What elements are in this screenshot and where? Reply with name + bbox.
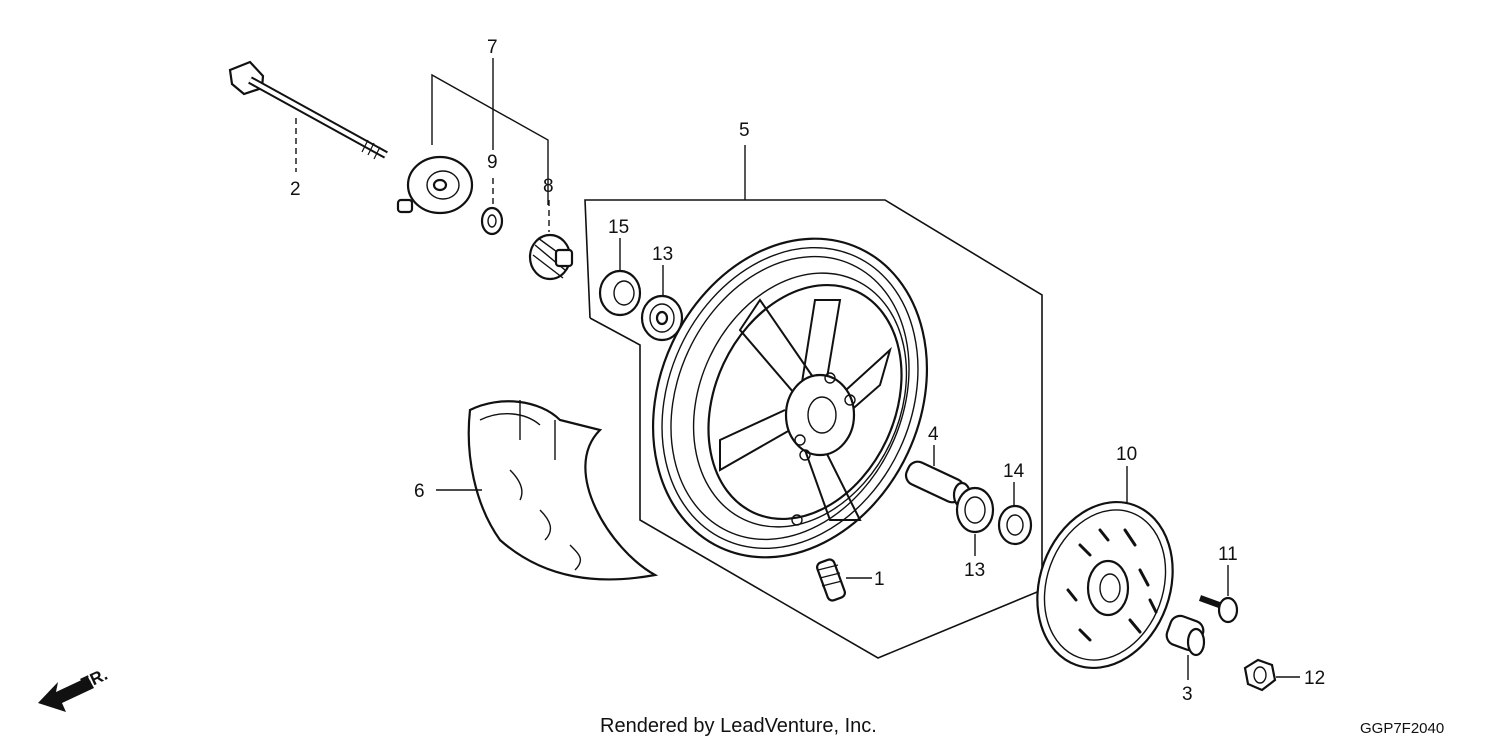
callout-12: 12 bbox=[1304, 668, 1325, 689]
oil-seal bbox=[598, 269, 642, 317]
disc-bolt bbox=[1198, 595, 1239, 624]
axle-bolt bbox=[228, 60, 388, 160]
washer bbox=[480, 206, 504, 236]
callout-5: 5 bbox=[739, 120, 750, 141]
callout-3: 3 bbox=[1182, 684, 1193, 705]
speedometer-gearbox bbox=[396, 155, 474, 215]
callout-4: 4 bbox=[928, 424, 939, 445]
tire bbox=[467, 400, 659, 581]
callout-13-upper: 13 bbox=[652, 244, 673, 265]
axle-nut bbox=[1243, 658, 1277, 692]
callout-1: 1 bbox=[874, 569, 885, 590]
callout-13-lower: 13 bbox=[964, 560, 985, 581]
callout-8: 8 bbox=[543, 176, 554, 197]
diagram-code: GGP7F2040 bbox=[1360, 720, 1444, 737]
callouts: 1 2 3 4 5 6 7 8 9 10 11 12 13 13 14 15 bbox=[290, 37, 1325, 705]
bearing-left bbox=[640, 294, 684, 342]
front-wheel bbox=[651, 237, 929, 559]
speedometer-gear bbox=[528, 233, 574, 281]
bearing-right bbox=[955, 486, 995, 534]
callout-9: 9 bbox=[487, 152, 498, 173]
callout-14: 14 bbox=[1003, 461, 1025, 482]
callout-10: 10 bbox=[1116, 444, 1137, 465]
tire-valve bbox=[816, 558, 846, 602]
callout-15: 15 bbox=[608, 217, 629, 238]
callout-7: 7 bbox=[487, 37, 498, 58]
callout-6: 6 bbox=[414, 481, 425, 502]
brake-disc bbox=[1036, 500, 1174, 670]
callout-11: 11 bbox=[1218, 544, 1238, 565]
side-collar bbox=[1165, 614, 1206, 657]
speedometer-bracket bbox=[431, 73, 549, 205]
callout-2: 2 bbox=[290, 179, 301, 200]
footer-credit: Rendered by LeadVenture, Inc. bbox=[600, 715, 877, 737]
front-direction-arrow: FR. bbox=[38, 665, 111, 712]
oil-seal-right bbox=[997, 504, 1033, 546]
